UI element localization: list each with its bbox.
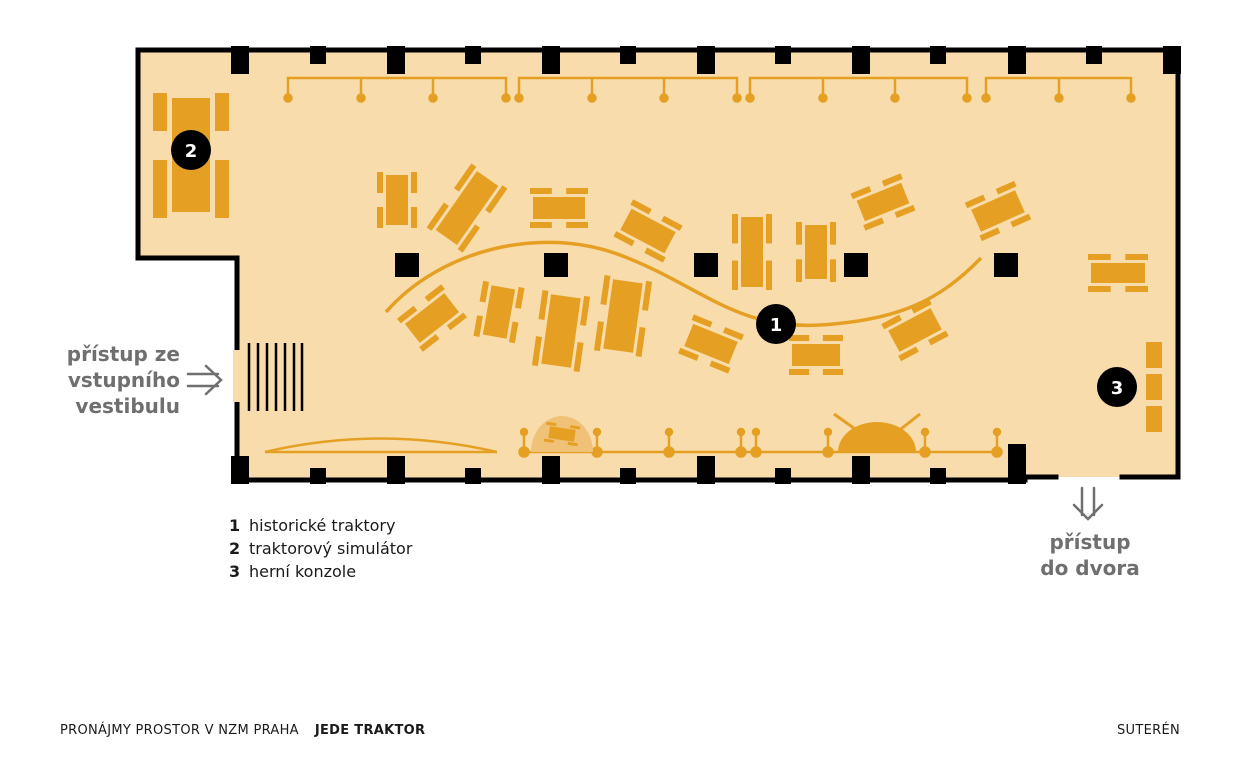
svg-text:3: 3 [1111,378,1124,399]
tractor-icon [397,284,467,352]
entrance-vestibule-line: přístup ze [66,342,180,366]
tractor-icon [789,335,843,375]
marker-3: 3 [1097,367,1137,407]
tractor-icon [426,163,508,253]
tractor-icon [678,314,744,374]
legend-item: 3 herní konzole [229,560,412,583]
bottom-display-rails [264,427,1003,458]
legend-item: 2 traktorový simulátor [229,537,412,560]
podium-tractor-icon [543,421,581,447]
svg-text:2: 2 [185,141,198,162]
tractor-icon [377,172,417,228]
arrow-right-icon [186,364,223,396]
tractor-icon [531,290,591,372]
entrance-vestibule-label: přístup ze vstupního vestibulu [40,341,180,419]
top-display-rails [283,76,1136,103]
legend-text: traktorový simulátor [249,539,413,558]
entrance-courtyard-label: přístup do dvora [1020,529,1160,581]
tractor-icon [1088,254,1148,292]
tractor-icon [593,275,653,357]
legend-number: 2 [229,539,241,558]
wall-pillars [231,46,1181,484]
svg-text:1: 1 [770,315,783,336]
legend: 1 historické traktory 2 traktorový simulát… [229,514,412,583]
vestibule-doorway [233,350,241,402]
legend-item: 1 historické traktory [229,514,412,537]
arrow-down-icon [1072,486,1104,521]
entrance-vestibule-line: vestibulu [75,394,180,418]
entrance-grille [247,343,304,411]
tractor-icon [964,180,1032,242]
entrance-courtyard-line: do dvora [1040,556,1140,580]
tractor-icon [613,199,683,263]
legend-text: herní konzole [249,562,357,581]
legend-text: historické traktory [249,516,396,535]
historical-tractors [377,163,1148,375]
footer-exhibition-name: JEDE TRAKTOR [314,723,426,738]
floor-area [138,50,1178,480]
tractor-icon [473,280,525,344]
legend-number: 3 [229,562,241,581]
tractor-icon [850,173,916,231]
marker-2: 2 [171,130,211,170]
exhibition-path [384,240,983,328]
legend-number: 1 [229,516,241,535]
tractor-icon [796,222,836,282]
entrance-vestibule-line: vstupního [67,368,180,392]
tractor-icon [530,188,588,228]
tractor-icon [881,298,949,362]
footer-section-name: PRONÁJMY PROSTOR V NZM PRAHA [60,723,299,738]
footer-title: PRONÁJMY PROSTOR V NZM PRAHA JEDE TRAKTOR [60,723,425,738]
entrance-courtyard-line: přístup [1049,530,1131,554]
game-consoles [1146,342,1162,432]
footer-floor-name: SUTERÉN [1117,723,1180,738]
interior-columns [395,253,1018,277]
marker-1: 1 [756,304,796,344]
tractor-icon [732,214,772,290]
